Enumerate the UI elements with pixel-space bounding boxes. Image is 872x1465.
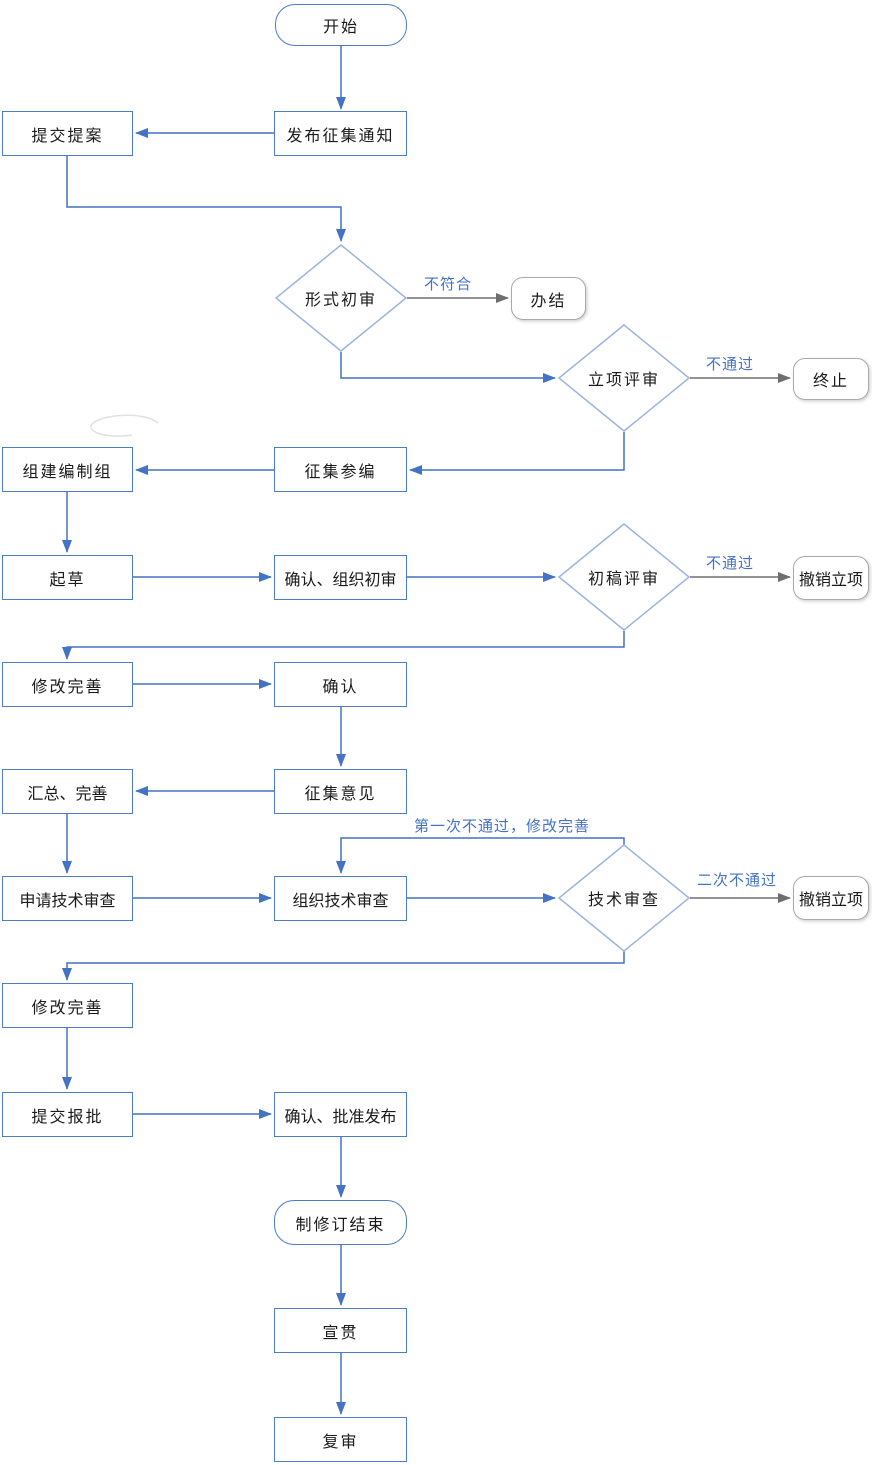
node-solicit-opinions-label: 征集意见 [304,785,377,803]
node-summarize-improve: 汇总、完善 [2,769,133,814]
node-formal-review: 形式初审 [275,244,407,352]
node-apply-tech-review-label: 申请技术审查 [19,892,116,910]
node-revise-improve-1: 修改完善 [2,662,133,707]
node-first-draft-review: 初稿评审 [558,523,690,631]
node-confirm-organize-review-label: 确认、组织初审 [284,571,397,589]
connector-first-draft-review-to-revise1 [62,631,625,660]
node-revise-improve-1-label: 修改完善 [31,678,104,696]
diamond-shape [275,244,407,352]
connector-submit-to-formal-review [66,156,346,242]
node-submit-proposal-label: 提交提案 [31,127,104,145]
diamond-shape [558,523,690,631]
connector-tech-review-loop-back [336,837,625,874]
node-project-review-label: 立项评审 [587,372,660,389]
node-submit-proposal: 提交提案 [2,111,133,156]
node-draft: 起草 [2,555,133,600]
node-revise-improve-2: 修改完善 [2,983,133,1028]
node-start: 开始 [275,4,407,46]
node-revoke-project-2-label: 撤销立项 [798,892,863,909]
node-revise-improve-2-label: 修改完善 [31,999,104,1017]
node-publish-notice: 发布征集通知 [274,111,407,156]
node-revoke-project-1: 撤销立项 [793,556,869,600]
node-apply-tech-review: 申请技术审查 [2,876,133,921]
node-revision-end-label: 制修订结束 [295,1216,386,1234]
node-reexamine: 复审 [274,1417,407,1462]
node-terminate: 终止 [793,358,869,400]
diamond-shape [558,844,690,952]
node-draft-label: 起草 [49,571,86,589]
node-confirm-approve-publish: 确认、批准发布 [274,1092,407,1137]
node-form-drafting-group: 组建编制组 [2,447,133,492]
node-revision-end: 制修订结束 [274,1200,407,1245]
node-solicit-opinions: 征集意见 [274,769,407,814]
node-confirm-approve-publish-label: 确认、批准发布 [284,1108,397,1126]
node-confirm: 确认 [274,662,407,707]
node-submit-approval-label: 提交报批 [31,1108,104,1126]
connector-formal-review-to-project-review [340,352,556,383]
node-first-draft-review-label: 初稿评审 [587,571,660,588]
node-publish-notice-label: 发布征集通知 [286,127,395,145]
node-confirm-organize-review: 确认、组织初审 [274,555,407,600]
node-terminate-label: 终止 [812,373,849,390]
connector-tech-review-to-revise2 [62,951,625,981]
node-reexamine-label: 复审 [322,1433,359,1451]
node-start-label: 开始 [322,19,359,36]
node-close-case-label: 办结 [530,292,567,310]
stray-mark [90,414,159,437]
node-tech-review: 技术审查 [558,844,690,952]
node-organize-tech-review: 组织技术审查 [274,876,407,921]
node-confirm-label: 确认 [322,678,359,696]
edge-label-not-pass-draft: 不通过 [706,555,755,572]
node-form-drafting-group-label: 组建编制组 [22,463,113,481]
edge-label-first-fail-revise: 第一次不通过，修改完善 [414,818,591,835]
node-solicit-participants-label: 征集参编 [304,463,377,481]
edge-label-second-fail: 二次不通过 [697,872,778,889]
node-publicize-label: 宣贯 [322,1324,359,1342]
node-revoke-project-2: 撤销立项 [793,876,869,920]
node-project-review: 立项评审 [558,324,690,432]
node-solicit-participants: 征集参编 [274,447,407,492]
node-close-case: 办结 [511,277,586,320]
edge-label-not-conform: 不符合 [424,276,473,293]
node-publicize: 宣贯 [274,1308,407,1353]
node-revoke-project-1-label: 撤销立项 [798,572,863,589]
connector-project-review-to-solicit-participants [409,432,625,475]
node-formal-review-label: 形式初审 [304,292,377,309]
node-organize-tech-review-label: 组织技术审查 [292,892,389,910]
edge-label-not-pass-project: 不通过 [706,356,755,373]
node-tech-review-label: 技术审查 [587,892,660,909]
node-submit-approval: 提交报批 [2,1092,133,1137]
diamond-shape [558,324,690,432]
node-summarize-improve-label: 汇总、完善 [27,785,108,803]
